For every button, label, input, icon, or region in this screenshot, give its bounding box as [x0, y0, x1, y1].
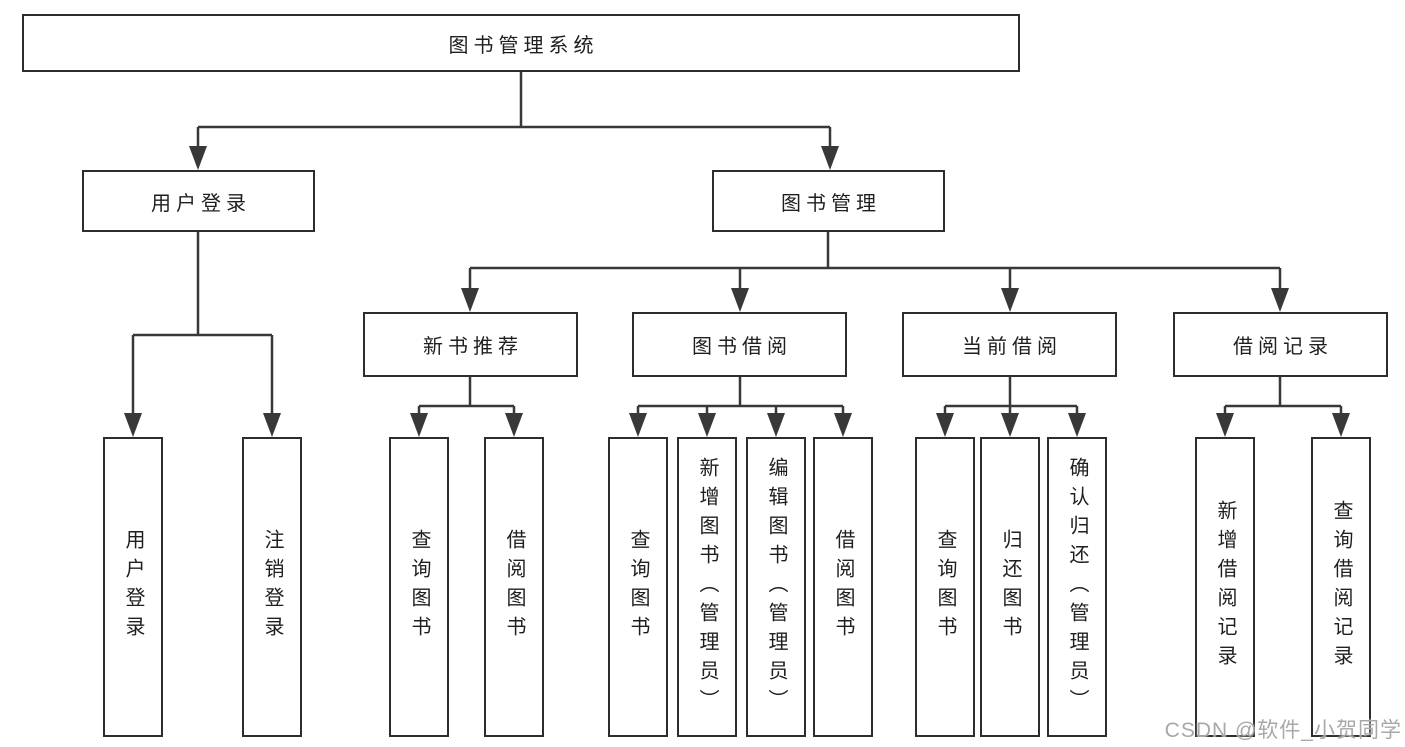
connector-newbookrec-to-leaves: [410, 377, 523, 437]
leaf-confirm-return-label: 确认归还（管理员）: [1066, 456, 1088, 718]
leaf-borrow-books-rec: 借阅图书: [484, 437, 544, 737]
node-new-book-rec: 新书推荐: [363, 312, 578, 377]
leaf-add-borrow-record: 新增借阅记录: [1195, 437, 1255, 737]
leaf-add-books: 新增图书（管理员）: [677, 437, 737, 737]
leaf-user-login: 用户登录: [103, 437, 163, 737]
leaf-query-borrow-record: 查询借阅记录: [1311, 437, 1371, 737]
leaf-query-books-borrow-label: 查询图书: [627, 529, 649, 645]
node-user-login: 用户登录: [82, 170, 315, 232]
node-book-borrow: 图书借阅: [632, 312, 847, 377]
leaf-query-books-current-label: 查询图书: [934, 529, 956, 645]
leaf-query-books-borrow: 查询图书: [608, 437, 668, 737]
node-borrow-records: 借阅记录: [1173, 312, 1388, 377]
leaf-confirm-return: 确认归还（管理员）: [1047, 437, 1107, 737]
leaf-borrow-books-rec-label: 借阅图书: [503, 529, 525, 645]
node-root: 图书管理系统: [22, 14, 1020, 72]
connector-userlogin-to-leaves: [124, 232, 281, 437]
node-book-mgmt-label: 图书管理: [781, 192, 881, 215]
watermark: CSDN @软件_小贺同学: [1164, 719, 1402, 742]
node-book-mgmt: 图书管理: [712, 170, 945, 232]
leaf-logout-label: 注销登录: [261, 529, 283, 645]
leaf-add-books-label: 新增图书（管理员）: [696, 456, 718, 718]
node-current-borrow-label: 当前借阅: [962, 336, 1062, 358]
leaf-add-borrow-record-label: 新增借阅记录: [1214, 500, 1236, 674]
leaf-return-books-label: 归还图书: [999, 529, 1021, 645]
connector-bookborrow-to-leaves: [629, 377, 852, 437]
node-book-borrow-label: 图书借阅: [692, 336, 792, 358]
node-root-label: 图书管理系统: [448, 34, 599, 57]
leaf-query-borrow-record-label: 查询借阅记录: [1330, 500, 1352, 674]
leaf-edit-books: 编辑图书（管理员）: [746, 437, 806, 737]
leaf-logout: 注销登录: [242, 437, 302, 737]
connector-root-to-level2: [189, 72, 839, 170]
connector-currentborrow-to-leaves: [936, 377, 1086, 437]
leaf-edit-books-label: 编辑图书（管理员）: [765, 456, 787, 718]
leaf-user-login-label: 用户登录: [122, 529, 144, 645]
node-current-borrow: 当前借阅: [902, 312, 1117, 377]
node-new-book-rec-label: 新书推荐: [423, 336, 523, 358]
leaf-borrow-books-borrow: 借阅图书: [813, 437, 873, 737]
node-borrow-records-label: 借阅记录: [1233, 336, 1333, 358]
leaf-query-books-rec: 查询图书: [389, 437, 449, 737]
connector-borrowrecords-to-leaves: [1216, 377, 1350, 437]
node-user-login-label: 用户登录: [151, 192, 251, 215]
leaf-query-books-current: 查询图书: [915, 437, 975, 737]
leaf-query-books-rec-label: 查询图书: [408, 529, 430, 645]
connector-bookmgmt-to-level3: [461, 232, 1289, 312]
leaf-borrow-books-borrow-label: 借阅图书: [832, 529, 854, 645]
leaf-return-books: 归还图书: [980, 437, 1040, 737]
